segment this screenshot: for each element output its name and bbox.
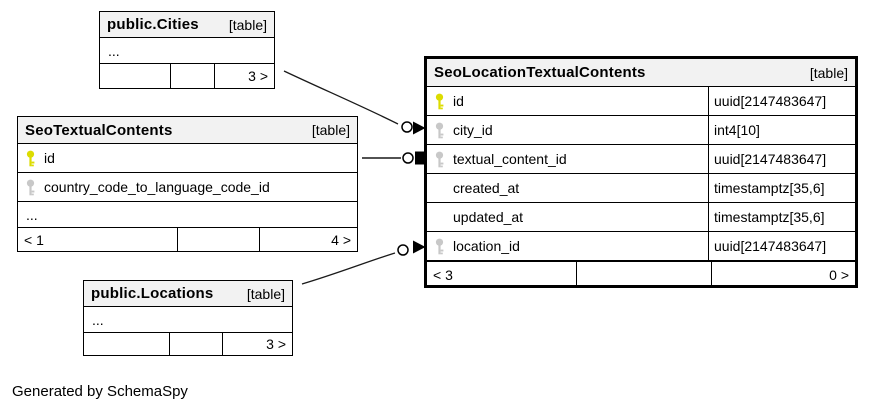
table-node-public-locations[interactable]: public.Locations [table] ... 3 > [83,280,293,356]
column-name: location_id [453,238,520,254]
primary-key-icon [26,150,35,166]
collapsed-columns-row: ... [18,202,357,228]
table-node-public-cities[interactable]: public.Cities [table] ... 3 > [99,11,275,89]
table-footer: < 3 0 > [427,261,855,288]
related-count: 0 > [829,267,849,283]
column-name: city_id [453,122,493,138]
table-type-tag: [table] [228,16,267,33]
column-row-city-id[interactable]: city_id int4[10] [427,116,855,145]
table-type-tag: [table] [246,285,285,302]
footer-cell [84,333,170,355]
column-type: int4[10] [708,116,855,144]
foreign-key-icon [435,151,444,167]
column-row-id[interactable]: id [18,144,357,173]
table-node-seo-textual-contents[interactable]: SeoTextualContents [table] id [17,116,358,252]
table-title: public.Locations [91,285,214,302]
column-name: id [453,93,464,109]
column-type: uuid[2147483647] [708,232,855,260]
foreign-key-icon [435,238,444,254]
related-count: 4 > [331,232,351,248]
column-name: updated_at [453,209,524,225]
ellipsis-label: ... [26,206,38,223]
foreign-key-icon [26,179,35,195]
column-row-id[interactable]: id uuid[2147483647] [427,87,855,116]
table-header[interactable]: SeoLocationTextualContents [table] [427,59,855,87]
table-node-seo-location-textual-contents[interactable]: SeoLocationTextualContents [table] id uu… [424,56,858,288]
column-name: created_at [453,180,520,196]
generated-by-caption: Generated by SchemaSpy [12,383,188,400]
table-footer: < 1 4 > [18,228,357,252]
table-header[interactable]: public.Cities [table] [100,12,274,38]
collapsed-columns-row: ... [84,307,292,333]
column-type: timestamptz[35,6] [708,174,855,202]
table-footer: 3 > [100,64,274,88]
table-header[interactable]: public.Locations [table] [84,281,292,307]
column-type: uuid[2147483647] [708,87,855,115]
column-name: country_code_to_language_code_id [44,179,270,195]
column-row-location-id[interactable]: location_id uuid[2147483647] [427,232,855,261]
column-row-created-at[interactable]: created_at timestamptz[35,6] [427,174,855,203]
footer-cell [100,64,171,88]
ellipsis-label: ... [92,311,104,328]
column-name: id [44,150,55,166]
related-count: 3 > [248,68,268,84]
zero-or-one-circle-icon [402,152,414,164]
zero-or-one-circle-icon [401,121,413,133]
ellipsis-label: ... [108,42,120,59]
footer-cell [171,64,215,88]
related-count: < 1 [18,228,178,252]
column-name: textual_content_id [453,151,567,167]
table-type-tag: [table] [311,122,350,138]
collapsed-columns-row: ... [100,38,274,64]
table-footer: 3 > [84,333,292,355]
table-title: public.Cities [107,16,199,33]
footer-cell [170,333,223,355]
related-count: 3 > [266,336,286,352]
foreign-key-icon [435,122,444,138]
primary-key-icon [435,93,444,109]
table-header[interactable]: SeoTextualContents [table] [18,117,357,144]
column-row-updated-at[interactable]: updated_at timestamptz[35,6] [427,203,855,232]
zero-or-one-circle-icon [397,244,409,256]
column-row-textual-content-id[interactable]: textual_content_id uuid[2147483647] [427,145,855,174]
table-type-tag: [table] [809,64,848,81]
table-title: SeoLocationTextualContents [434,64,646,81]
column-type: timestamptz[35,6] [708,203,855,231]
column-row-country-code-to-language-code-id[interactable]: country_code_to_language_code_id [18,173,357,202]
edge-id-to-textual-content-id [362,151,426,165]
footer-cell [577,262,712,288]
column-type: uuid[2147483647] [708,145,855,173]
related-count: < 3 [427,262,577,288]
footer-cell [178,228,260,252]
table-title: SeoTextualContents [25,121,173,139]
